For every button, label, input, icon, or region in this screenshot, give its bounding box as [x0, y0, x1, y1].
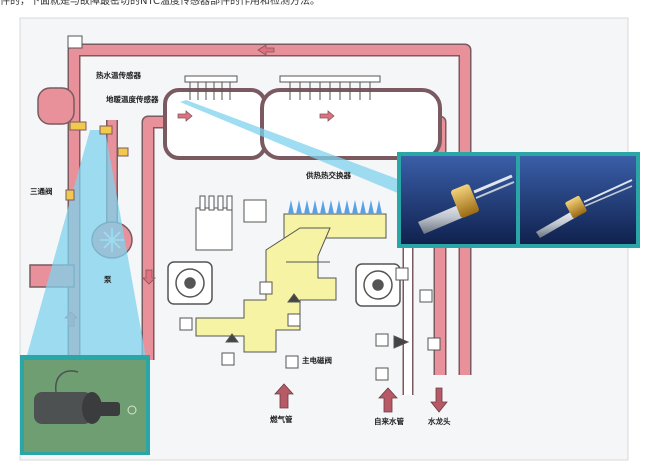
sensor-photo-inset [397, 152, 640, 248]
fan-right [355, 263, 401, 307]
three-way-valve-label: 三通阀 [30, 186, 53, 196]
gas-inlet-arrow [274, 383, 294, 409]
top-vent [67, 35, 83, 49]
heat-exchanger-label: 供热热交换器 [305, 170, 351, 180]
heat-exchanger-right [260, 75, 442, 160]
hot-water-sensor-beam [20, 130, 150, 380]
pump-label: 泵 [104, 275, 112, 284]
cold-water-arrow [378, 387, 398, 413]
faucet-arrow [430, 387, 448, 413]
solenoid-valve-label: 主电磁阀 [302, 355, 332, 365]
ntc-sensor-photo-small [536, 179, 633, 238]
small-sensor-marker [117, 147, 129, 157]
hot-water-outlet [37, 87, 75, 125]
cold-water-pipe-label: 自来水管 [374, 416, 404, 426]
faucet-label: 水龙头 [428, 416, 451, 426]
page-caption: 件的，下面就是与故障最密切的NTC温度传感器部件的作用和检测方法。 [0, 0, 320, 7]
gas-pipe-label: 燃气管 [270, 414, 293, 424]
heating-sensor-beam [180, 100, 400, 194]
hot-water-sensor-label: 热水温传感器 [96, 70, 141, 80]
three-way-valve-body [65, 189, 75, 201]
hot-water-sensor-marker [69, 121, 87, 131]
water-inlet-valve [375, 267, 441, 381]
part-photo-inset [20, 355, 150, 455]
three-way-valve-marker [99, 125, 113, 135]
heating-sensor-label: 地暖温度传感器 [106, 94, 159, 104]
ntc-sensor-photo-large [418, 174, 515, 234]
fan-left [167, 261, 213, 305]
